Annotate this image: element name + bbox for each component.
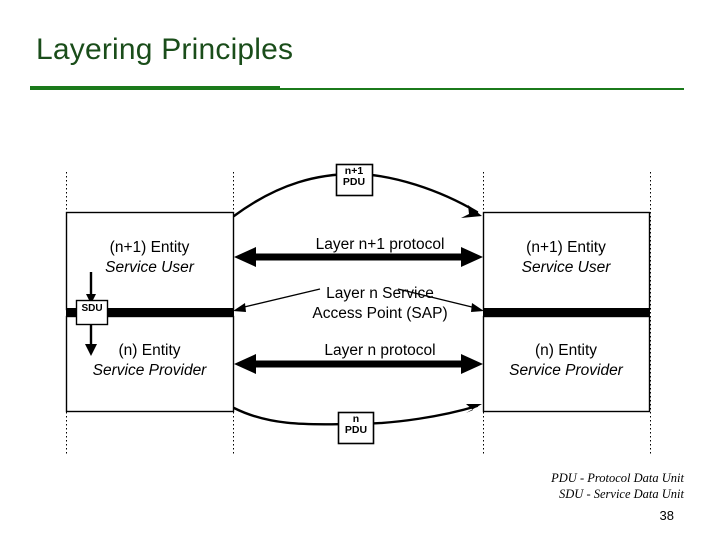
sdu-flow-arrowhead-in	[86, 294, 96, 304]
left-lower-layer-label: (n) Entity Service Provider	[66, 341, 233, 381]
pdu-bottom-line2: PDU	[344, 424, 368, 436]
sdu-tag-label: SDU	[81, 303, 103, 314]
title-rule-thin	[280, 88, 684, 90]
upper-protocol-label: Layer n+1 protocol	[315, 236, 445, 253]
right-sap-bar	[483, 308, 650, 317]
pdu-top-arrowhead	[461, 205, 482, 218]
pdu-top-label: n+1 PDU	[337, 166, 371, 188]
lower-protocol-label: Layer n protocol	[324, 342, 436, 359]
right-upper-layer-line2: Service User	[521, 259, 611, 276]
pdu-top-line1: n+1	[344, 165, 364, 177]
legend-line-pdu: PDU - Protocol Data Unit	[551, 471, 684, 485]
sap-label: Layer n Service Access Point (SAP)	[244, 284, 516, 324]
pdu-bottom-arrowhead	[466, 404, 482, 413]
left-upper-layer-box	[65, 211, 235, 311]
lower-protocol-arrowhead-left	[234, 354, 256, 374]
sap-leader-arrowhead-left	[233, 303, 246, 312]
left-sap-bar	[66, 308, 234, 317]
left-upper-layer-line2: Service User	[105, 259, 194, 276]
pdu-bottom-label: n PDU	[340, 414, 372, 436]
legend: PDU - Protocol Data Unit SDU - Service D…	[364, 470, 684, 502]
pdu-top-line2: PDU	[342, 176, 366, 188]
right-upper-layer-label: (n+1) Entity Service User	[483, 238, 649, 278]
right-lower-layer-line1: (n) Entity	[534, 342, 597, 359]
sap-leader-line-left	[239, 288, 321, 309]
legend-line-sdu: SDU - Service Data Unit	[559, 487, 684, 501]
upper-protocol-arrowhead-left	[234, 247, 256, 267]
left-lower-layer-line1: (n) Entity	[118, 342, 181, 359]
right-upper-layer-box	[482, 211, 651, 311]
pdu-bottom-box	[337, 411, 375, 445]
sap-label-line2: Access Point (SAP)	[312, 305, 448, 322]
pdu-top-box	[335, 163, 374, 197]
sdu-flow-arrowhead-out	[85, 344, 97, 356]
title-rule-thick	[30, 86, 280, 90]
page-number: 38	[659, 508, 674, 523]
sap-label-line1: Layer n Service	[326, 285, 434, 302]
lower-protocol-arrowhead-right	[461, 354, 483, 374]
pdu-bottom-line1: n	[352, 413, 360, 425]
page-title: Layering Principles	[36, 33, 294, 66]
sap-leader-line-right	[397, 288, 477, 309]
right-lower-layer-label: (n) Entity Service Provider	[483, 341, 649, 381]
left-lower-layer-box	[65, 315, 235, 413]
upper-protocol-arrowhead-right	[461, 247, 483, 267]
sdu-tag-box	[75, 299, 109, 326]
left-upper-layer-label: (n+1) Entity Service User	[66, 238, 233, 278]
right-upper-layer-line1: (n+1) Entity	[526, 239, 606, 256]
right-lower-layer-line2: Service Provider	[509, 362, 623, 379]
sap-leader-arrowhead-right	[471, 303, 484, 312]
left-lower-layer-line2: Service Provider	[92, 362, 207, 379]
left-upper-layer-line1: (n+1) Entity	[109, 239, 190, 256]
